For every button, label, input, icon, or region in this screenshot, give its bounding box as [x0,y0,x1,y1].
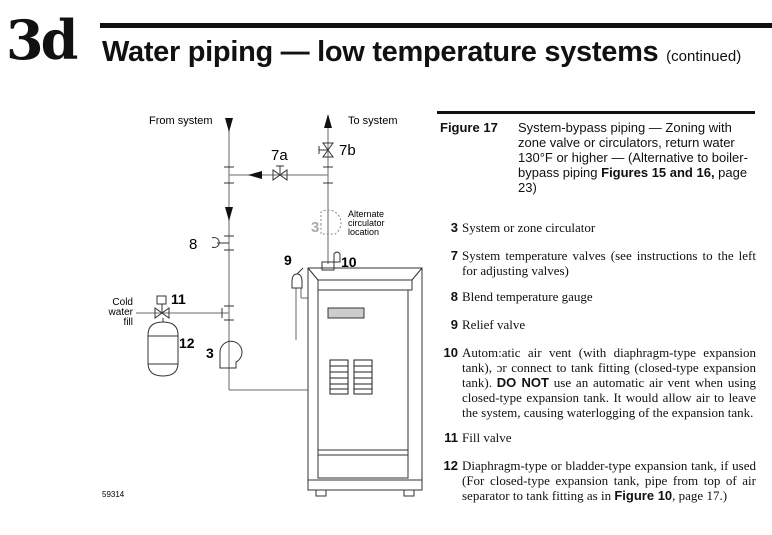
legend-text-part: Autom:atic air vent (with diaphragm-type… [462,345,756,390]
caption-text: System-bypass piping — Zoning with zone … [518,120,748,180]
legend-text: System or zone circulator [462,220,596,235]
legend-number: 10 [443,345,458,360]
legend-text: Blend temperature gauge [462,289,593,304]
legend-text: Relief valve [462,317,526,332]
legend-item: 11 Fill valve [440,430,756,445]
legend-number: 7 [450,248,458,263]
legend-item: 9 Relief valve [440,317,756,332]
legend-text: Autom:atic air vent (with diaphragm-type… [462,345,756,420]
legend-number: 9 [450,317,458,332]
drawing-number: 59314 [102,490,125,499]
label-11: 11 [171,291,186,307]
header-rule [100,23,772,28]
label-7b: 7b [339,142,356,159]
legend-reference: Figure 10 [614,488,673,503]
figure-rule [437,111,755,114]
caption-reference: Figures 15 and 16, [601,165,715,180]
legend-number: 3 [450,220,458,235]
continued-label: (continued) [666,48,742,65]
title-text: Water piping — low temperature systems [102,36,659,68]
label-12: 12 [179,335,195,351]
legend-item: 8 Blend temperature gauge [440,289,756,304]
from-system-label: From system [149,115,213,127]
legend-number: 11 [444,430,458,445]
cold-water-line3: fill [124,317,133,328]
label-3: 3 [206,345,214,361]
legend-text: Fill valve [462,430,512,445]
label-10: 10 [341,254,357,270]
legend-item: 10 Autom:atic air vent (with diaphragm-ty… [440,345,756,420]
cold-water-line2: water [108,307,134,318]
legend-number: 8 [450,289,458,304]
label-alt-circ-number: 3 [311,219,319,236]
figure-caption: System-bypass piping — Zoning with zone … [518,120,758,195]
alt-circ-line2: circulator [348,218,385,228]
alt-circ-line1: Alternate [348,209,384,219]
legend-text: Diaphragm-type or bladder-type expansion… [462,458,756,503]
legend-number: 12 [443,458,458,473]
legend-text: System temperature valves (see instructi… [462,248,756,278]
cold-water-line1: Cold [112,297,133,308]
legend-text-part: , page 17.) [672,488,728,503]
legend-item: 12 Diaphragm-type or bladder-type expansi… [440,458,756,503]
legend-item: 7 System temperature valves (see instruct… [440,248,756,278]
legend-text-part: use an automatic air vent when using clo… [462,375,757,420]
to-system-label: To system [348,115,398,127]
legend-warning: DO NOT [496,375,549,390]
alt-circ-line3: location [348,227,379,237]
label-9: 9 [284,252,292,268]
figure-label: Figure 17 [440,120,498,135]
section-number: 3d [6,8,78,72]
caption-page: page 23) [518,165,748,195]
legend-text-part: Diaphragm-type or bladder-type expansion… [462,458,756,503]
label-7a: 7a [271,147,288,164]
page-title: Water piping — low temperature systems (… [102,36,741,69]
label-8: 8 [189,236,197,253]
legend-item: 3 System or zone circulator [440,220,756,235]
